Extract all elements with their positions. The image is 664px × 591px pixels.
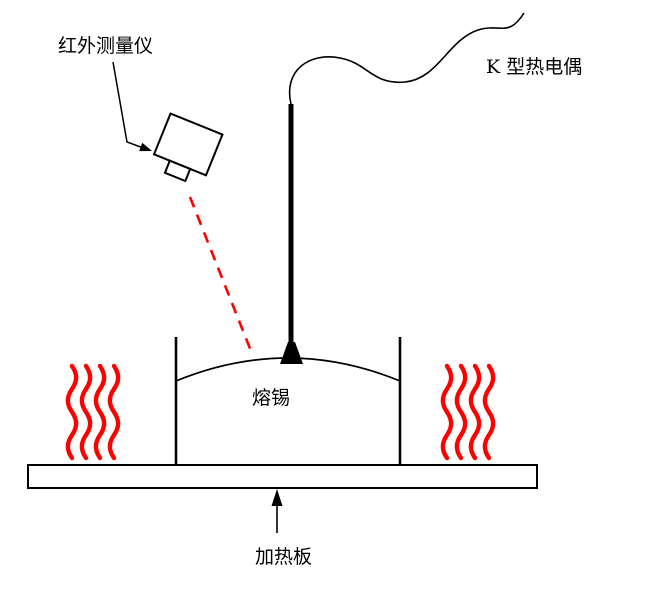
heating-plate-label: 加热板	[255, 546, 312, 568]
infrared-meter-lens	[163, 159, 192, 183]
infrared-meter-device	[152, 112, 224, 183]
heat-waves-right	[443, 366, 493, 458]
heating-plate	[27, 464, 538, 489]
heat-wave-icon	[82, 366, 90, 458]
thermocouple-wire	[288, 12, 525, 105]
laser-dashed-line	[188, 196, 253, 352]
infrared-meter-label: 红外测量仪	[58, 35, 153, 57]
heat-wave-icon	[457, 366, 465, 458]
thermocouple-label: K 型热电偶	[486, 56, 582, 78]
heating-plate-arrowhead	[271, 489, 283, 506]
solder-surface-curve	[175, 357, 401, 382]
heat-waves-left	[68, 366, 118, 458]
heat-wave-icon	[443, 366, 451, 458]
heat-wave-icon	[96, 366, 104, 458]
heat-wave-icon	[68, 366, 76, 458]
heat-wave-icon	[110, 366, 118, 458]
heat-wave-icon	[471, 366, 479, 458]
infrared-leader-arrowhead	[139, 142, 152, 152]
thermocouple-tip	[280, 342, 303, 364]
infrared-meter-body	[152, 112, 224, 177]
molten-solder-label: 熔锡	[252, 387, 290, 409]
infrared-leader-line	[112, 61, 143, 149]
heat-wave-icon	[485, 366, 493, 458]
